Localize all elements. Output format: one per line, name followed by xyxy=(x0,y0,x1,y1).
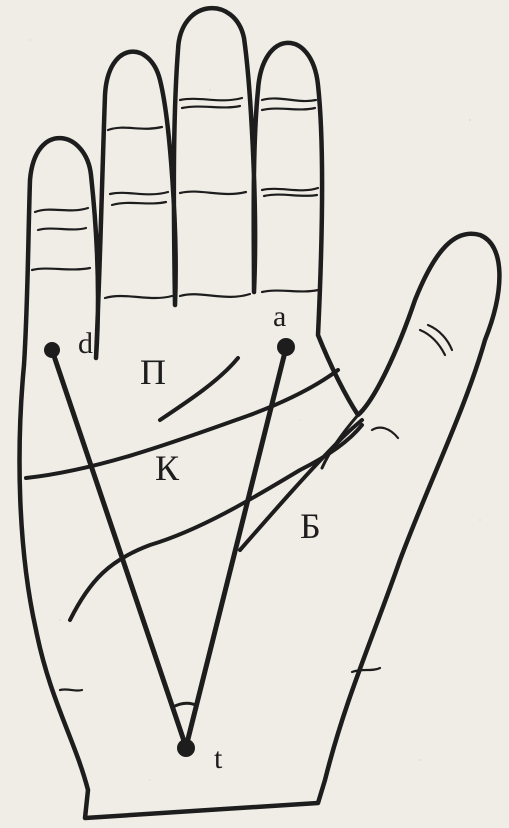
point-t xyxy=(177,739,195,757)
line-a-t xyxy=(186,348,286,747)
label-t: t xyxy=(214,742,223,775)
finger-creases xyxy=(32,98,452,691)
point-a xyxy=(277,338,295,356)
line-d-t xyxy=(52,350,186,747)
label-a: a xyxy=(273,300,286,333)
label-region-k: К xyxy=(155,448,180,488)
heart-line xyxy=(26,370,338,478)
label-region-b: Б xyxy=(300,506,321,546)
label-region-p: П xyxy=(140,352,166,392)
point-d xyxy=(44,342,60,358)
finger-line xyxy=(160,358,238,420)
label-d: d xyxy=(78,327,93,360)
